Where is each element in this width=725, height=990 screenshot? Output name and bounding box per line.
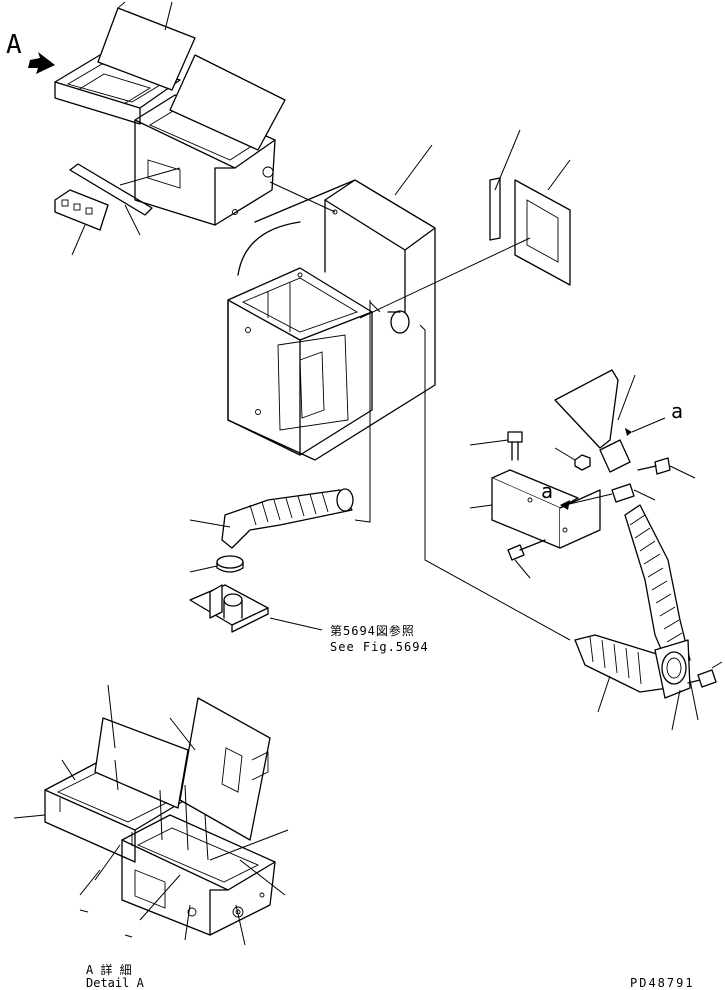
flex-duct	[574, 504, 699, 731]
drawing-number: PD48791	[630, 976, 695, 990]
vent-nozzle	[554, 369, 666, 473]
detail-caption-en: Detail A	[86, 976, 144, 990]
switch-box-assembly	[54, 1, 286, 256]
mounting-bracket	[469, 469, 601, 549]
arrow-tag-a-upper: a	[671, 399, 684, 423]
ref-line-top	[269, 181, 336, 213]
arrow-tag-a-lower: a	[541, 479, 554, 503]
nut	[554, 447, 591, 471]
bolt-duct	[687, 661, 723, 688]
outlet-cylinder	[369, 301, 571, 641]
detail-caption-jp: A 詳 細	[86, 963, 132, 977]
bolt-right	[637, 457, 696, 479]
reference-note-jp: 第5694図参照	[330, 624, 415, 638]
bolt-upper	[469, 431, 523, 461]
connector-a	[560, 483, 656, 510]
hose-lower	[189, 300, 371, 549]
view-a-arrow	[28, 52, 55, 74]
main-housing	[227, 144, 436, 461]
gasket-parts	[359, 129, 571, 319]
detail-a-assembly	[13, 684, 289, 946]
mount-bracket	[189, 584, 323, 633]
bolt-lower	[507, 539, 546, 579]
hose-clamp	[189, 555, 244, 573]
reference-note-en: See Fig.5694	[330, 640, 429, 654]
view-letter-a: A	[6, 30, 22, 60]
